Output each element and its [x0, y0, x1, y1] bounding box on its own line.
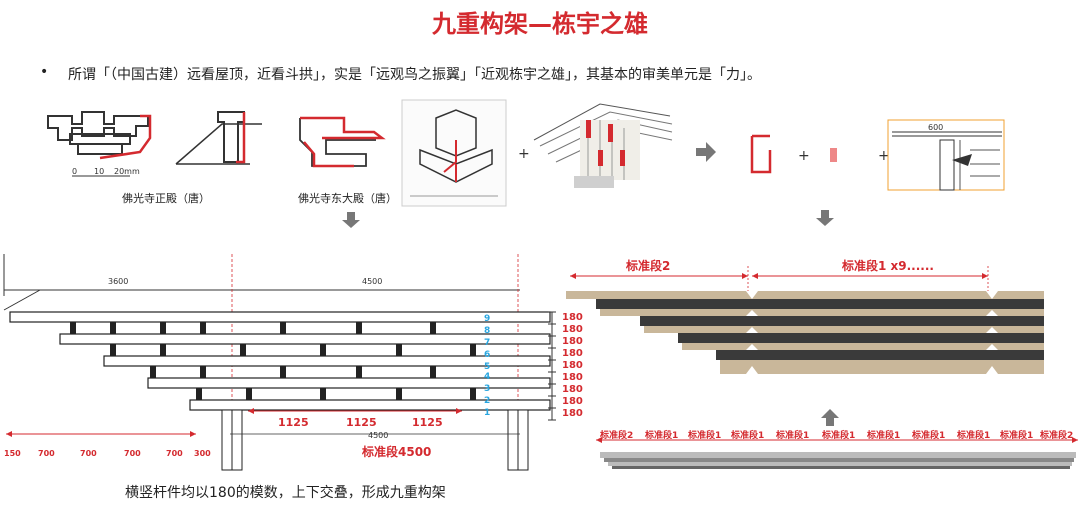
arrow-right-icon: [696, 142, 716, 162]
scale-mark-10: 10: [94, 167, 104, 176]
detail-top-dim: 600: [928, 123, 943, 132]
layer-label-4: 4: [484, 372, 490, 382]
strip-segment-10: 标准段1: [999, 429, 1033, 441]
span-total-dim: 4500: [368, 431, 388, 440]
eave-dim-1: 150: [4, 449, 21, 458]
eave-dim-3: 700: [80, 449, 97, 458]
strip-segment-2: 标准段1: [644, 429, 678, 441]
caption-foguang-main: 佛光寺正殿（唐）: [122, 192, 210, 205]
standard-segment-label: 标准段4500: [361, 444, 431, 459]
segment-2-label: 标准段2: [625, 258, 670, 273]
eave-dim-4: 700: [124, 449, 141, 458]
plus-operator-1: +: [518, 146, 530, 162]
top-dim-4500: 4500: [362, 277, 382, 286]
layer-height-3: 180: [562, 384, 583, 395]
top-dim-3600: 3600: [108, 277, 128, 286]
bracket-sketch-foguang-east: [299, 116, 386, 168]
intro-text: 所谓「（中国古建）远看屋顶，近看斗拱」，实是「远观鸟之振翼」「近观栋宇之雄」，其…: [68, 67, 761, 83]
arrow-down-icon: [342, 212, 360, 228]
bracket-unit-red-icon: [750, 134, 772, 174]
plus-operator-3: +: [878, 148, 890, 164]
bottom-caption: 横竖杆件均以180的模数，上下交叠，形成九重构架: [125, 485, 446, 501]
arrow-down-icon: [816, 210, 834, 226]
bracket-sketch-side: [175, 111, 262, 165]
layer-label-1: 1: [484, 408, 490, 418]
layer-label-8: 8: [484, 326, 490, 336]
layer-label-6: 6: [484, 350, 490, 360]
strip-segment-1: 标准段2: [599, 429, 633, 441]
bullet-marker: •: [40, 64, 49, 80]
strip-segment-3: 标准段1: [687, 429, 721, 441]
scale-mark-20: 20mm: [114, 167, 140, 176]
strip-segment-4: 标准段1: [730, 429, 764, 441]
eave-dim-6: 300: [194, 449, 211, 458]
eave-dim-5: 700: [166, 449, 183, 458]
layer-height-2: 180: [562, 396, 583, 407]
layer-height-5: 180: [562, 360, 583, 371]
eave-dim-2: 700: [38, 449, 55, 458]
span-dim-1: 1125: [278, 416, 309, 429]
block-unit-icon: [830, 148, 837, 162]
layer-label-3: 3: [484, 384, 490, 394]
layer-height-4: 180: [562, 372, 583, 383]
segment-strip: [596, 437, 1078, 469]
segment-1-repeat-label: 标准段1 x9......: [841, 258, 934, 273]
layer-height-8: 180: [562, 324, 583, 335]
layer-height-7: 180: [562, 336, 583, 347]
strip-segment-11: 标准段2: [1039, 429, 1073, 441]
strip-segment-5: 标准段1: [775, 429, 809, 441]
nine-layer-frame-diagram: [3, 254, 556, 471]
arrow-up-icon: [821, 409, 839, 426]
layer-label-2: 2: [484, 396, 490, 406]
layer-label-7: 7: [484, 338, 490, 348]
bracket-sketch-foguang-main: [47, 111, 152, 177]
strip-segment-9: 标准段1: [956, 429, 990, 441]
layer-label-5: 5: [484, 362, 490, 372]
page-title: 九重构架—栋宇之雄: [432, 10, 648, 38]
strip-segment-6: 标准段1: [821, 429, 855, 441]
rendered-beam-model: [566, 266, 1044, 374]
strip-segment-7: 标准段1: [866, 429, 900, 441]
span-dim-3: 1125: [412, 416, 443, 429]
caption-foguang-east: 佛光寺东大殿（唐）: [298, 192, 397, 205]
detail-section-drawing: [887, 119, 1005, 191]
layer-label-9: 9: [484, 314, 490, 324]
strip-segment-8: 标准段1: [911, 429, 945, 441]
layer-height-1: 180: [562, 408, 583, 419]
bracket-exploded-drawing: [401, 99, 507, 207]
roof-eave-sketch: [533, 103, 673, 188]
span-dim-2: 1125: [346, 416, 377, 429]
layer-height-6: 180: [562, 348, 583, 359]
layer-height-9: 180: [562, 312, 583, 323]
plus-operator-2: +: [798, 148, 810, 164]
scale-mark-0: 0: [72, 167, 77, 176]
